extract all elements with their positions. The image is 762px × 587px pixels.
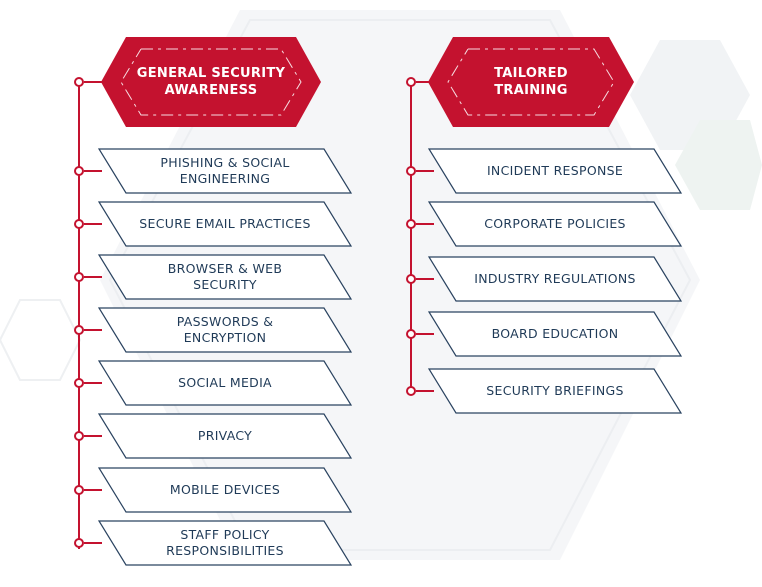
connector — [84, 329, 102, 331]
left-item-browser: BROWSER & WEB SECURITY — [98, 254, 352, 300]
decor-hexagon-outline — [0, 299, 82, 381]
timeline-node — [74, 485, 84, 495]
left-item-staff-policy: STAFF POLICY RESPONSIBILITIES — [98, 520, 352, 566]
item-shape — [428, 256, 682, 302]
left-item-phishing: PHISHING & SOCIAL ENGINEERING — [98, 148, 352, 194]
left-header-hexagon: GENERAL SECURITY AWARENESS — [101, 37, 321, 127]
left-item-passwords: PASSWORDS & ENCRYPTION — [98, 307, 352, 353]
item-shape — [98, 148, 352, 194]
left-item-social-media: SOCIAL MEDIA — [98, 360, 352, 406]
connector — [416, 223, 434, 225]
connector — [84, 223, 102, 225]
item-label: MOBILE DEVICES — [169, 482, 281, 497]
timeline-node — [406, 329, 416, 339]
backdrop-hexagon-outline — [108, 19, 692, 551]
item-shape — [98, 360, 352, 406]
item-shape — [428, 148, 682, 194]
item-shape — [428, 201, 682, 247]
connector — [84, 489, 102, 491]
timeline-node — [74, 77, 84, 87]
timeline-node — [74, 219, 84, 229]
item-shape — [98, 201, 352, 247]
connector — [416, 333, 434, 335]
item-shape — [98, 520, 352, 566]
left-timeline-line — [78, 82, 80, 549]
timeline-node — [74, 325, 84, 335]
timeline-node — [406, 166, 416, 176]
left-item-secure-email: SECURE EMAIL PRACTICES — [98, 201, 352, 247]
item-shape — [98, 254, 352, 300]
item-label: SECURE EMAIL PRACTICES — [139, 216, 311, 231]
hexagon-shape — [101, 37, 321, 127]
item-label: CORPORATE POLICIES — [484, 216, 626, 231]
item-shape — [98, 467, 352, 513]
timeline-node — [406, 274, 416, 284]
right-header-hexagon: TAILORED TRAINING — [428, 37, 634, 127]
timeline-node — [74, 272, 84, 282]
timeline-node — [74, 431, 84, 441]
timeline-node — [406, 77, 416, 87]
right-item-board-education: BOARD EDUCATION — [428, 311, 682, 357]
connector — [416, 81, 434, 83]
connector — [84, 435, 102, 437]
right-item-security-briefings: SECURITY BRIEFINGS — [428, 368, 682, 414]
connector — [416, 170, 434, 172]
right-item-industry-regulations: INDUSTRY REGULATIONS — [428, 256, 682, 302]
hexagon-shape — [428, 37, 634, 127]
connector — [84, 170, 102, 172]
connector — [416, 390, 434, 392]
item-label: STAFF POLICY RESPONSIBILITIES — [166, 527, 284, 558]
item-shape — [98, 413, 352, 459]
left-item-privacy: PRIVACY — [98, 413, 352, 459]
timeline-node — [406, 386, 416, 396]
item-shape — [98, 307, 352, 353]
timeline-node — [74, 378, 84, 388]
item-shape — [428, 368, 682, 414]
right-timeline-line — [410, 82, 412, 391]
right-item-incident-response: INCIDENT RESPONSE — [428, 148, 682, 194]
timeline-node — [74, 538, 84, 548]
item-label: PASSWORDS & ENCRYPTION — [176, 314, 274, 345]
item-label: PHISHING & SOCIAL ENGINEERING — [160, 155, 290, 186]
timeline-node — [74, 166, 84, 176]
connector — [84, 382, 102, 384]
left-item-mobile: MOBILE DEVICES — [98, 467, 352, 513]
item-label: BOARD EDUCATION — [491, 326, 619, 341]
connector — [84, 276, 102, 278]
item-label: INDUSTRY REGULATIONS — [474, 271, 636, 286]
right-header-title: TAILORED TRAINING — [494, 66, 568, 98]
connector — [416, 278, 434, 280]
item-label: PRIVACY — [197, 428, 253, 443]
decor-hexagon — [675, 120, 762, 210]
item-label: SOCIAL MEDIA — [178, 375, 272, 390]
item-label: INCIDENT RESPONSE — [486, 163, 624, 178]
right-item-corporate-policies: CORPORATE POLICIES — [428, 201, 682, 247]
timeline-node — [406, 219, 416, 229]
item-label: SECURITY BRIEFINGS — [486, 383, 624, 398]
item-label: BROWSER & WEB SECURITY — [167, 261, 283, 292]
connector — [84, 542, 102, 544]
item-shape — [428, 311, 682, 357]
connector — [84, 81, 106, 83]
left-header-title: GENERAL SECURITY AWARENESS — [136, 66, 286, 98]
